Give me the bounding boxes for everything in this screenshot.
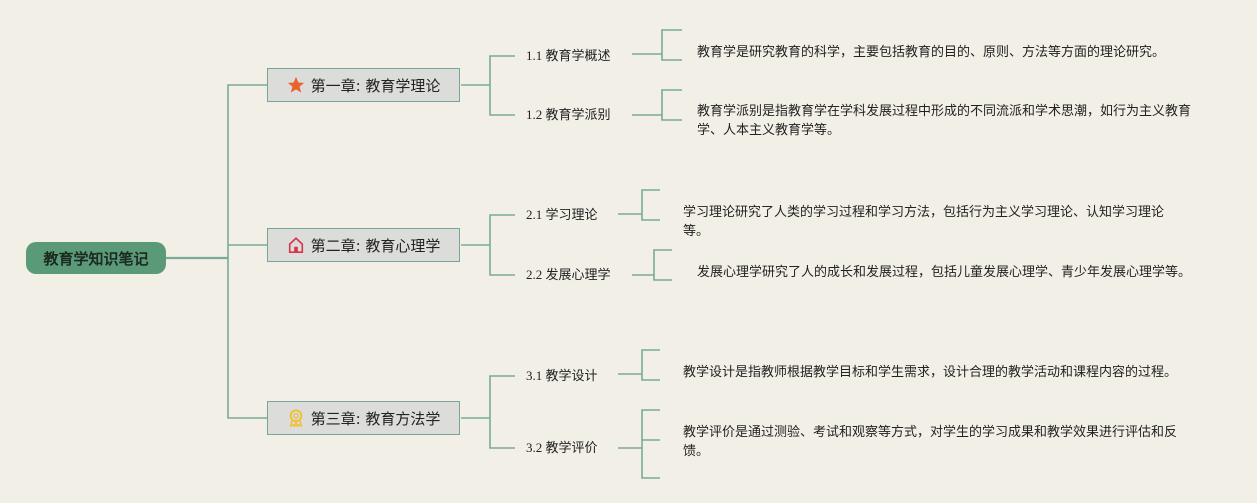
chapter-label: 第二章: 教育心理学	[310, 236, 441, 255]
note-3-1[interactable]: 教学设计是指教师根据教学目标和学生需求，设计合理的教学活动和课程内容的过程。	[683, 365, 1178, 380]
house-icon	[288, 237, 303, 254]
chapter-label: 第一章: 教育学理论	[310, 76, 441, 95]
chapter-node-3[interactable]: 第三章: 教育方法学	[267, 401, 460, 435]
subtopic-3-2[interactable]: 3.2 教学评价	[526, 440, 598, 455]
subtopic-2-1[interactable]: 2.1 学习理论	[526, 207, 598, 222]
award-ribbon-icon	[289, 409, 302, 427]
note-2-2[interactable]: 发展心理学研究了人的成长和发展过程，包括儿童发展心理学、青少年发展心理学等。	[697, 265, 1192, 280]
subtopic-3-1[interactable]: 3.1 教学设计	[526, 368, 598, 383]
note-1-2[interactable]: 教育学派别是指教育学在学科发展过程中形成的不同流派和学术思潮，如行为主义教育学、…	[697, 104, 1192, 138]
root-node[interactable]: 教育学知识笔记	[26, 242, 166, 274]
star-icon	[287, 76, 304, 93]
chapter-label: 第三章: 教育方法学	[310, 409, 441, 428]
subtopic-1-1[interactable]: 1.1 教育学概述	[526, 48, 611, 63]
subtopic-1-2[interactable]: 1.2 教育学派别	[526, 107, 611, 122]
note-1-1[interactable]: 教育学是研究教育的科学，主要包括教育的目的、原则、方法等方面的理论研究。	[697, 45, 1166, 60]
chapter-node-1[interactable]: 第一章: 教育学理论	[267, 68, 460, 102]
root-label: 教育学知识笔记	[43, 249, 149, 268]
note-2-1[interactable]: 学习理论研究了人类的学习过程和学习方法，包括行为主义学习理论、认知学习理论等。	[683, 205, 1165, 239]
subtopic-2-2[interactable]: 2.2 发展心理学	[526, 267, 611, 282]
chapter-node-2[interactable]: 第二章: 教育心理学	[267, 228, 460, 262]
note-3-2[interactable]: 教学评价是通过测验、考试和观察等方式，对学生的学习成果和教学效果进行评估和反馈。	[683, 425, 1178, 459]
